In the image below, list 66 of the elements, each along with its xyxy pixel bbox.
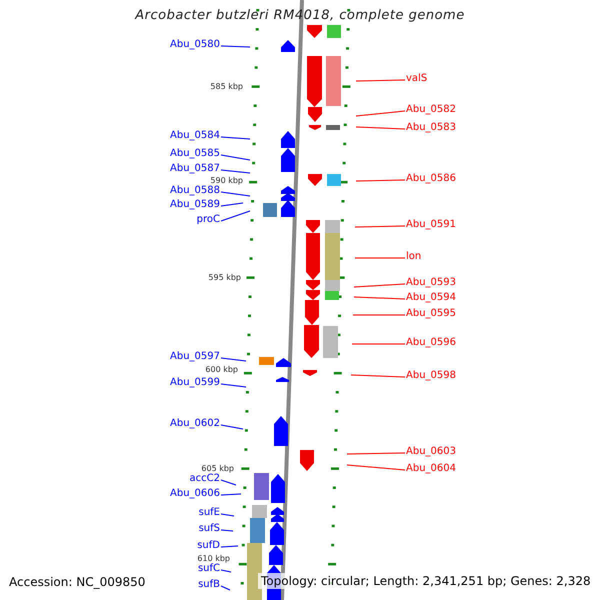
leader-line xyxy=(220,210,250,222)
gene-label: Abu_0585 xyxy=(170,148,220,160)
leader-line xyxy=(220,570,232,572)
gene-label: Abu_0583 xyxy=(406,122,456,134)
leader-line xyxy=(220,480,236,486)
leader-line xyxy=(220,46,250,48)
gene-label: Abu_0588 xyxy=(170,185,220,197)
leader-line xyxy=(220,424,244,430)
leader-line xyxy=(356,110,406,116)
leader-line xyxy=(356,126,406,130)
gene-label: lon xyxy=(406,251,422,263)
leader-line xyxy=(346,464,406,470)
scale-label: 590 kbp xyxy=(210,176,243,185)
gene-label: sufS xyxy=(198,523,220,535)
leader-line xyxy=(220,494,242,496)
leader-line xyxy=(220,154,250,160)
gene-label: Abu_0597 xyxy=(170,351,220,363)
leader-line xyxy=(352,314,406,316)
gene-label: sufB xyxy=(198,579,220,591)
scale-label: 610 kbp xyxy=(197,554,230,563)
gene-label: Abu_0606 xyxy=(170,488,220,500)
leader-line xyxy=(356,180,406,182)
gene-label: Abu_0599 xyxy=(170,377,220,389)
leader-line xyxy=(220,358,246,362)
gene-label: Abu_0594 xyxy=(406,292,456,304)
gene-label: Abu_0587 xyxy=(170,163,220,175)
leader-line xyxy=(220,384,246,388)
gene-label: Abu_0598 xyxy=(406,370,456,382)
leader-line xyxy=(354,226,406,228)
leader-line xyxy=(220,192,250,196)
gene-label: Abu_0586 xyxy=(406,173,456,185)
scale-label: 595 kbp xyxy=(208,273,241,282)
leader-line xyxy=(356,80,406,82)
gene-label: Abu_0604 xyxy=(406,463,456,475)
accession-label: Accession: NC_009850 xyxy=(9,576,146,588)
scale-label: 605 kbp xyxy=(201,464,234,473)
leader-line xyxy=(346,452,406,454)
gene-label: Abu_0595 xyxy=(406,308,456,320)
gene-label: Abu_0593 xyxy=(406,277,456,289)
leader-line xyxy=(350,374,406,378)
gene-label: Abu_0591 xyxy=(406,219,456,231)
gene-label: sufC xyxy=(198,563,220,575)
leader-line xyxy=(220,546,238,548)
leader-line xyxy=(354,296,406,300)
leader-line xyxy=(220,170,250,174)
gene-label: valS xyxy=(406,73,428,85)
gene-label: Abu_0589 xyxy=(170,199,220,211)
gene-label: sufD xyxy=(197,540,220,552)
gene-label: Abu_0603 xyxy=(406,446,456,458)
scale-label: 585 kbp xyxy=(210,82,243,91)
title: Arcobacter butzleri RM4018, complete genome xyxy=(134,10,466,22)
gene-label: Abu_0582 xyxy=(406,104,456,116)
leader-line xyxy=(220,136,250,140)
gene-label: Abu_0596 xyxy=(406,337,456,349)
gene-label: sufE xyxy=(198,507,220,519)
gene-label: accC2 xyxy=(190,473,220,485)
scale-label: 600 kbp xyxy=(205,365,238,374)
leader-line xyxy=(354,284,406,288)
leader-line xyxy=(220,530,234,532)
leader-line xyxy=(220,202,244,206)
leader-line xyxy=(220,514,234,516)
gene-label: Abu_0580 xyxy=(170,39,220,51)
leader-line xyxy=(220,586,230,590)
gene-label: Abu_0584 xyxy=(170,130,220,142)
gene-label: proC xyxy=(196,214,220,226)
gene-label: Abu_0602 xyxy=(170,418,220,430)
